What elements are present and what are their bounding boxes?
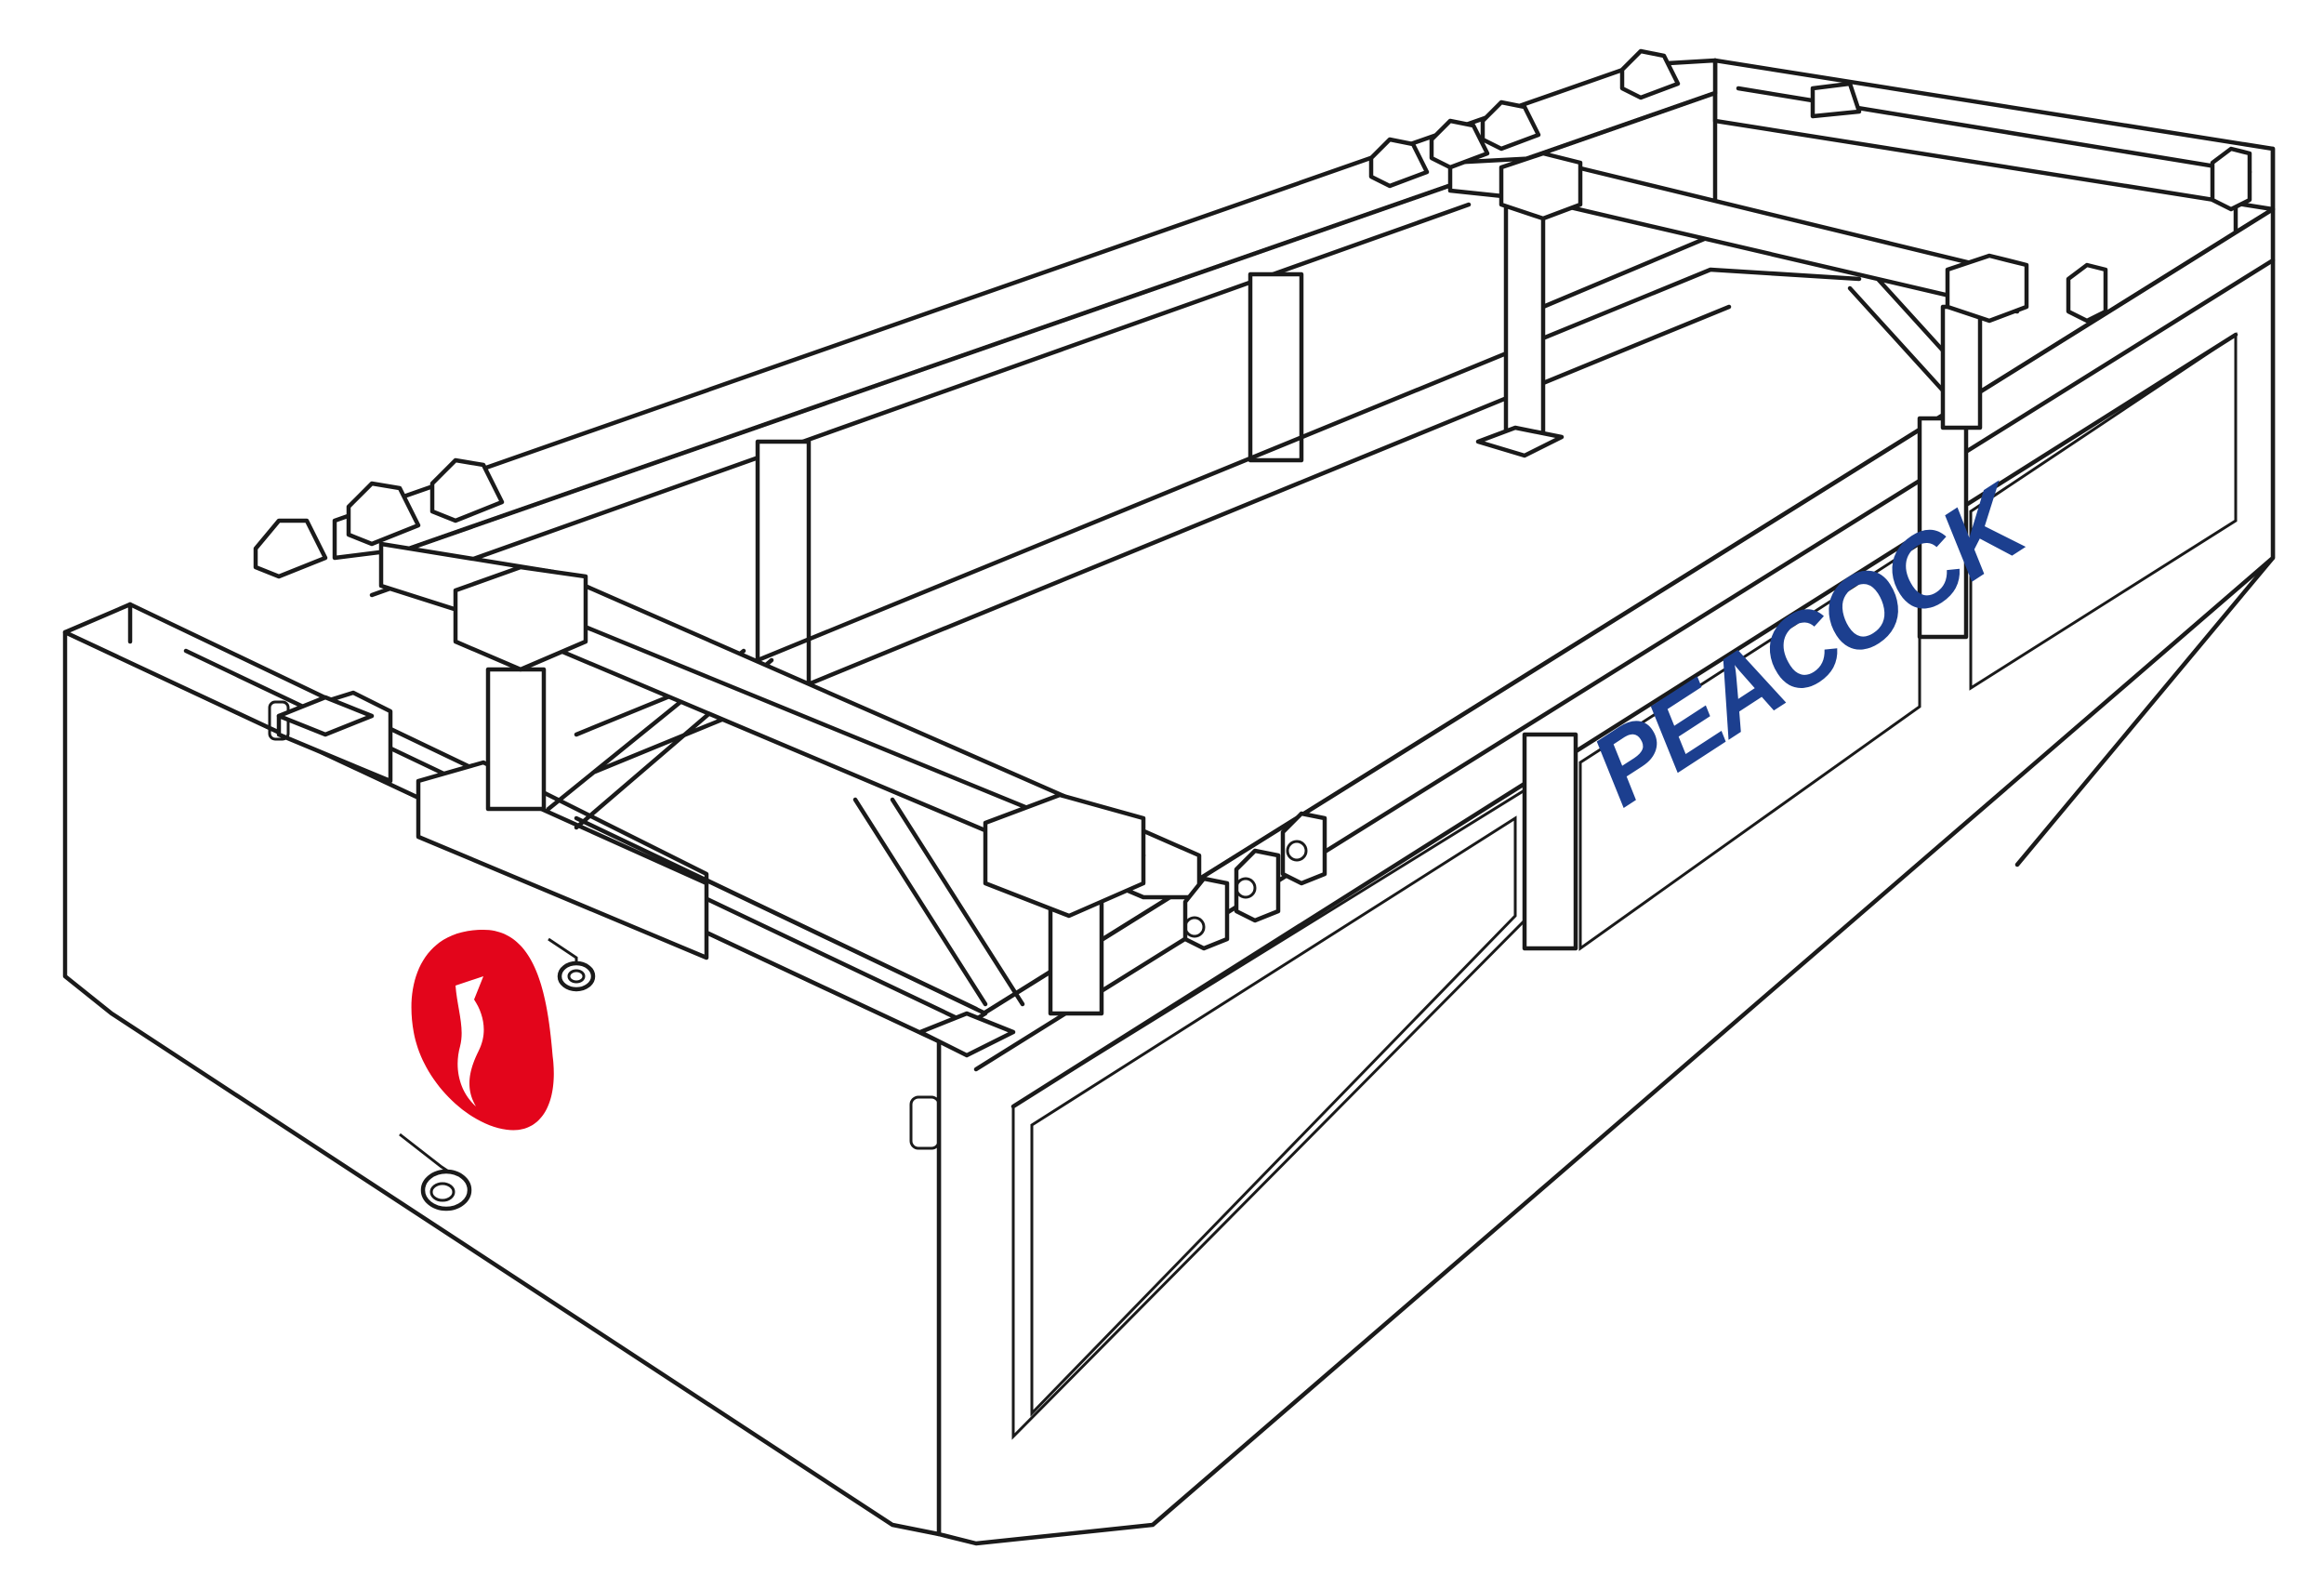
rear-lifting-beam [1447, 81, 2029, 440]
padeyes [253, 48, 2252, 951]
front-lifting-beam [378, 541, 1202, 1016]
far-side-posts [755, 271, 1304, 714]
peacock-bird-logo [411, 930, 554, 1131]
corner-castings [268, 425, 1565, 1150]
front-fittings [399, 937, 596, 1212]
